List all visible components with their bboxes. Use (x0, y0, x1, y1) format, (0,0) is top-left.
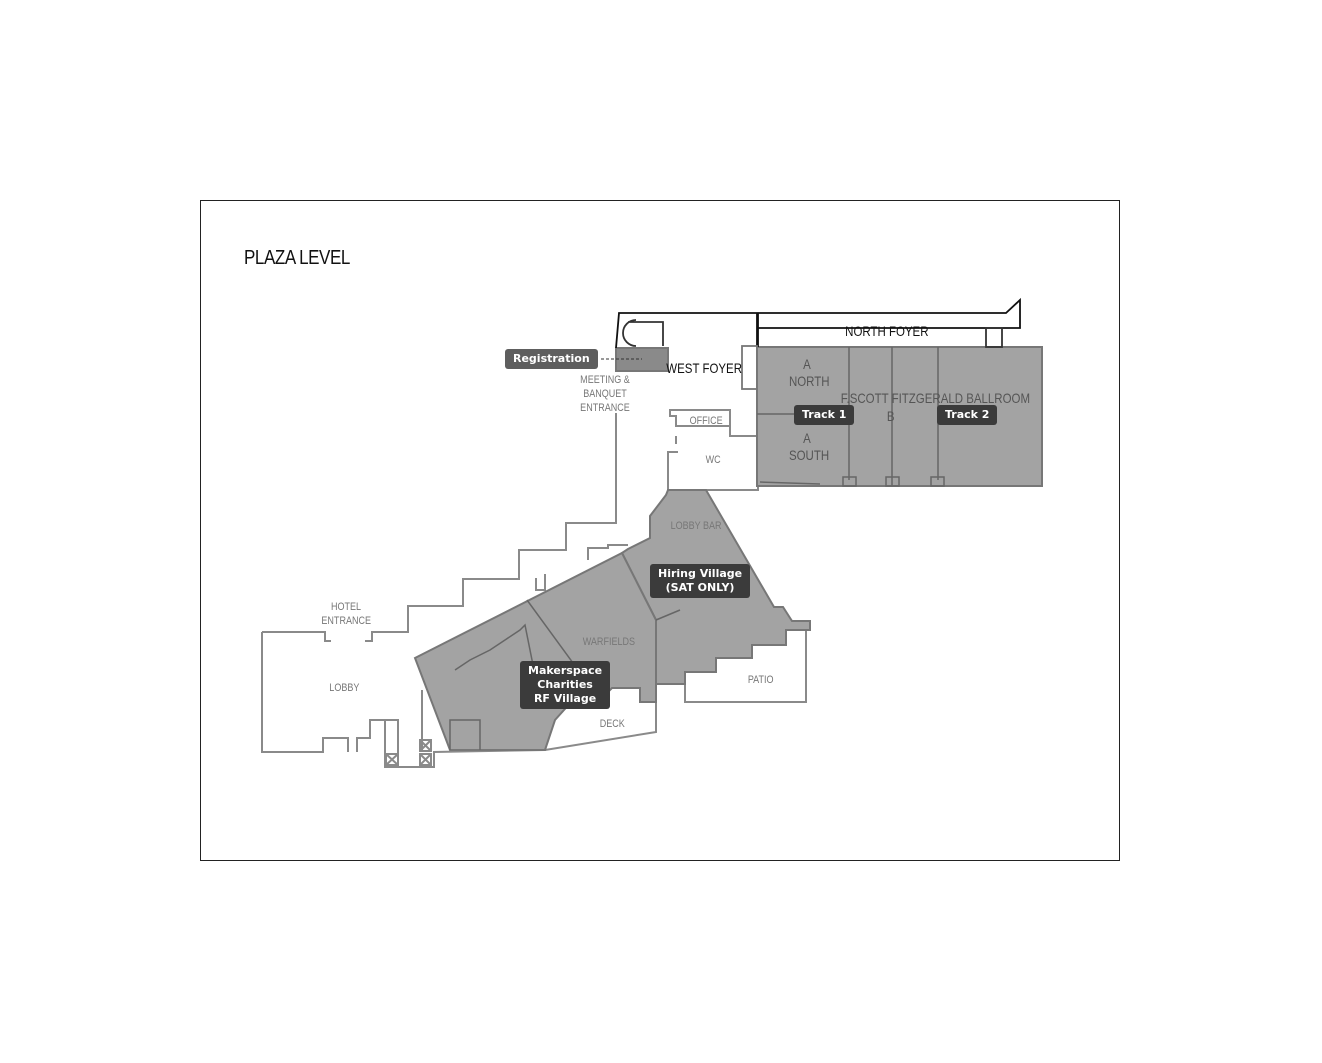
label-ballroom: F.SCOTT FITZGERALD BALLROOM (840, 390, 1031, 406)
label-b: B (886, 408, 895, 424)
map-title: PLAZA LEVEL (244, 247, 350, 269)
foyer-walls (615, 297, 1021, 390)
label-deck: DECK (599, 718, 625, 730)
makerspace-tag[interactable]: Makerspace Charities RF Village (520, 661, 611, 709)
label-patio: PATIO (747, 674, 774, 686)
registration-tag[interactable]: Registration (505, 349, 598, 369)
label-warfields: WARFIELDS (582, 636, 636, 648)
hiring-village-tag[interactable]: Hiring Village (SAT ONLY) (650, 564, 751, 598)
label-north-foyer: NORTH FOYER (845, 323, 929, 339)
track-1-tag[interactable]: Track 1 (794, 405, 855, 425)
track-2-tag[interactable]: Track 2 (937, 405, 998, 425)
label-meeting-entrance: MEETING & BANQUET ENTRANCE (580, 374, 630, 414)
label-lobby: LOBBY (329, 682, 360, 694)
label-a-south: A SOUTH (788, 430, 830, 463)
label-lobby-bar: LOBBY BAR (670, 520, 722, 532)
label-a-north: A NORTH (788, 356, 830, 389)
label-west-foyer: WEST FOYER (666, 360, 743, 376)
label-wc: WC (705, 454, 721, 466)
map-frame (200, 200, 1120, 861)
label-hotel-entrance: HOTEL ENTRANCE (321, 601, 372, 627)
label-office: OFFICE (689, 415, 723, 427)
